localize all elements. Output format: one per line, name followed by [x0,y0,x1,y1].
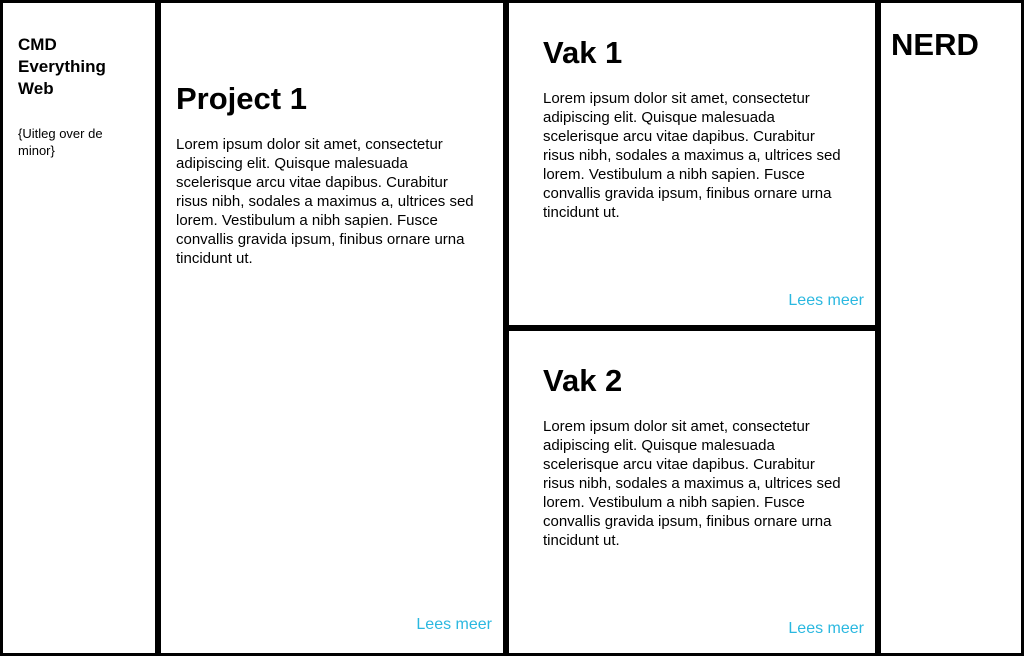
vak1-card: Vak 1 Lorem ipsum dolor sit amet, consec… [509,3,875,325]
vak2-body: Lorem ipsum dolor sit amet, consectetur … [543,418,841,549]
vak1-title: Vak 1 [543,35,623,70]
site-title: CMD Everything Web [18,35,106,98]
vak2-card: Vak 2 Lorem ipsum dolor sit amet, consec… [509,331,875,653]
project-title: Project 1 [176,81,307,116]
nerd-title: NERD [891,27,979,62]
vak2-title: Vak 2 [543,363,623,398]
vak1-body: Lorem ipsum dolor sit amet, consectetur … [543,90,841,221]
project-card: Project 1 Lorem ipsum dolor sit amet, co… [161,3,503,653]
vak2-read-more-link[interactable]: Lees meer [788,620,864,637]
nerd-panel: NERD [881,3,1021,653]
project-body: Lorem ipsum dolor sit amet, consectetur … [176,136,474,267]
vak1-read-more-link[interactable]: Lees meer [788,292,864,309]
sidebar-panel: CMD Everything Web {Uitleg over de minor… [3,3,155,653]
project-read-more-link[interactable]: Lees meer [416,616,492,633]
minor-description: {Uitleg over de minor} [18,126,103,158]
